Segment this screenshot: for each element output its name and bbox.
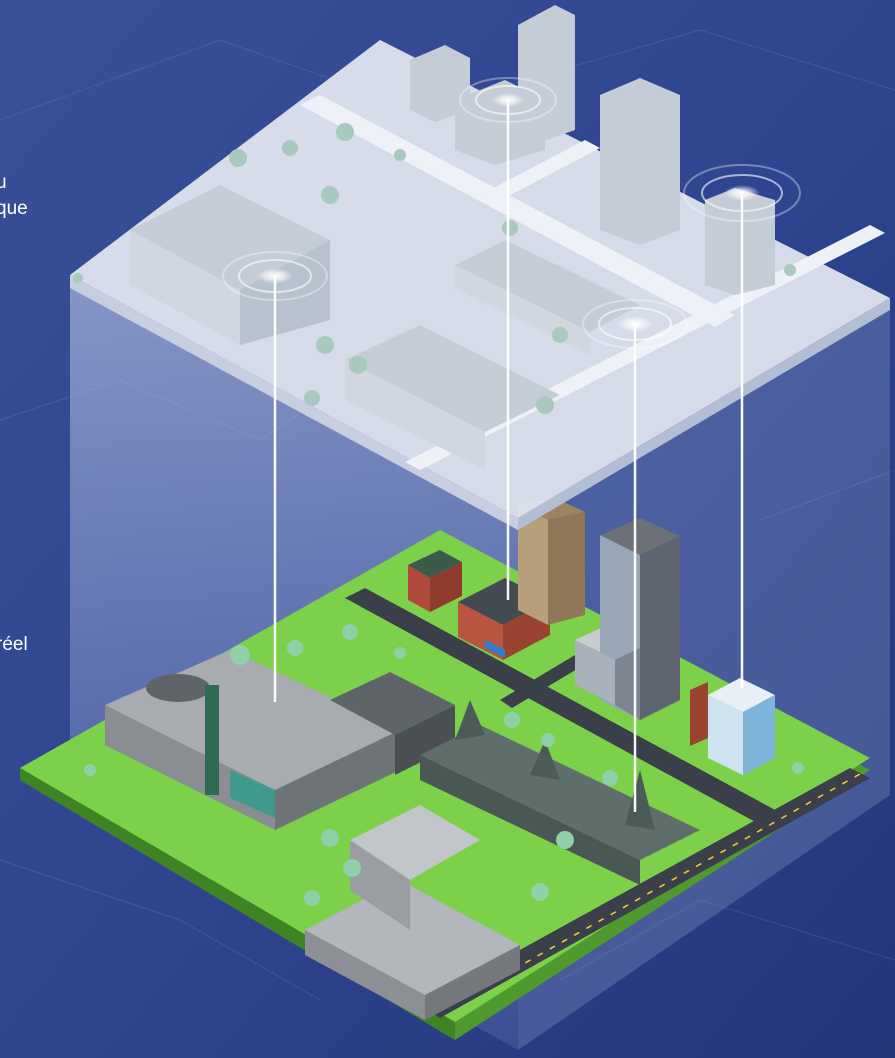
trees-ground xyxy=(84,624,804,906)
data-beams xyxy=(273,100,744,812)
tree-icon xyxy=(552,327,568,343)
tree-icon xyxy=(304,890,320,906)
tree-icon xyxy=(394,647,406,659)
tree-icon xyxy=(304,390,320,406)
tree-icon xyxy=(230,645,250,665)
tree-icon xyxy=(602,770,618,786)
digital-layer xyxy=(70,5,890,530)
tree-icon xyxy=(316,336,334,354)
signal-hub-icon xyxy=(582,299,688,349)
tree-icon xyxy=(343,859,361,877)
tree-icon xyxy=(792,762,804,774)
tree-icon xyxy=(349,356,367,374)
tree-icon xyxy=(229,149,247,167)
digital-buildings xyxy=(130,5,775,470)
tree-icon xyxy=(556,831,574,849)
road-main xyxy=(420,768,870,1018)
tree-icon xyxy=(321,829,339,847)
signal-hub-icon xyxy=(459,77,557,123)
tree-icon xyxy=(784,264,796,276)
factory-building xyxy=(105,650,455,830)
trees-digital xyxy=(73,123,796,414)
red-house-left xyxy=(408,550,462,612)
tree-icon xyxy=(394,149,406,161)
tree-icon xyxy=(531,883,549,901)
gothic-building xyxy=(420,700,700,885)
tree-icon xyxy=(336,123,354,141)
tree-icon xyxy=(84,764,96,776)
tree-icon xyxy=(342,624,358,640)
road-diagonal xyxy=(345,588,790,830)
real-world-layer xyxy=(20,498,870,1040)
signal-hub-icon xyxy=(222,251,328,301)
tree-icon xyxy=(282,140,298,156)
digital-layer-label-line2: que xyxy=(0,198,28,219)
tree-icon xyxy=(73,273,83,283)
glass-skyscraper xyxy=(575,518,680,720)
tree-icon xyxy=(504,712,520,728)
tree-icon xyxy=(287,640,303,656)
real-world-label: réel xyxy=(0,634,28,655)
heritage-building xyxy=(305,805,520,1020)
signal-hub-icon xyxy=(683,164,801,222)
tree-icon xyxy=(541,733,555,747)
blue-office xyxy=(690,678,775,775)
digital-layer-label-line1: u xyxy=(0,172,7,193)
tree-icon xyxy=(536,396,554,414)
digital-layer-label: u que xyxy=(0,170,28,222)
tree-icon xyxy=(321,186,339,204)
tree-icon xyxy=(502,220,518,236)
